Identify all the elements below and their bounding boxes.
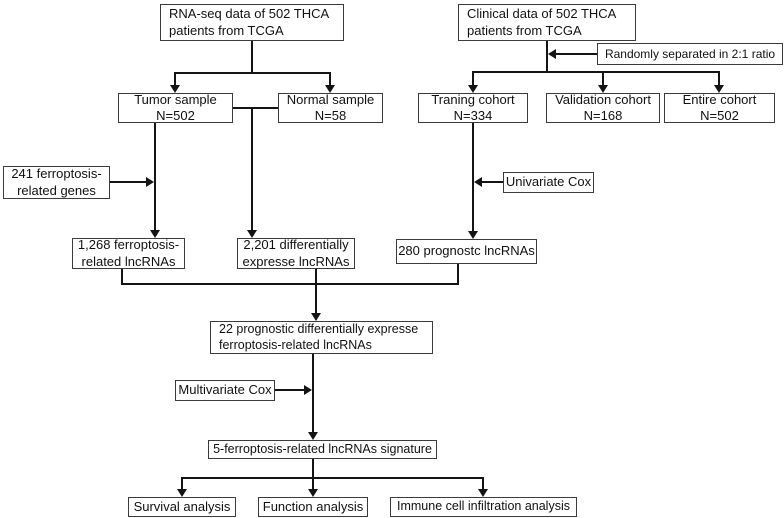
connector-genes241-arrow bbox=[110, 181, 146, 183]
node-random-separation: Randomly separated in 2:1 ratio bbox=[597, 43, 783, 65]
arrowhead-survival bbox=[177, 489, 187, 497]
arrowhead-lnc2201 bbox=[247, 230, 257, 238]
connector-clinical-split bbox=[472, 71, 720, 73]
connector-to-validation bbox=[602, 71, 604, 87]
node-rna-seq-data: RNA-seq data of 502 THCA patients from T… bbox=[160, 4, 344, 41]
node-survival-analysis: Survival analysis bbox=[128, 497, 236, 517]
connector-training-to-prog280 bbox=[472, 123, 474, 233]
node-clinical-data: Clinical data of 502 THCA patients from … bbox=[458, 4, 636, 41]
arrowhead-tumor bbox=[170, 85, 180, 93]
node-immune-analysis: Immune cell infiltration analysis bbox=[390, 497, 577, 517]
node-prognostic-lncrnas: 280 prognostc lncRNAs bbox=[396, 239, 537, 264]
arrowhead-validation bbox=[598, 85, 608, 93]
arrowhead-random-split bbox=[548, 49, 556, 59]
node-ferroptosis-genes: 241 ferroptosis- related genes bbox=[3, 166, 110, 199]
connector-univariate-arrow bbox=[482, 181, 503, 183]
connector-prog280-stub bbox=[457, 264, 459, 285]
node-normal-sample: Normal sample N=58 bbox=[278, 92, 383, 123]
connector-tumor-to-lnc1268 bbox=[154, 123, 156, 232]
connector-bridge-to-lnc2201 bbox=[251, 107, 253, 232]
arrowhead-genes241 bbox=[146, 177, 154, 187]
arrowhead-univariate bbox=[474, 177, 482, 187]
connector-to-training bbox=[472, 71, 474, 87]
arrowhead-function bbox=[308, 489, 318, 497]
node-lnc2201: 2,201 differentially expresse lncRNAs bbox=[237, 237, 355, 269]
node-22-prognostic-lncrnas: 22 prognostic differentially expresse fe… bbox=[210, 321, 433, 354]
connector-multivariate-arrow bbox=[275, 389, 304, 391]
connector-rnaseq-stem bbox=[251, 41, 253, 74]
connector-prog22-to-signature bbox=[312, 354, 314, 434]
connector-to-normal bbox=[329, 72, 331, 87]
connector-merge-bar bbox=[121, 283, 459, 285]
arrowhead-multivariate bbox=[304, 385, 312, 395]
arrowhead-entire bbox=[714, 85, 724, 93]
connector-to-survival bbox=[181, 477, 183, 491]
node-multivariate-cox: Multivariate Cox bbox=[175, 380, 275, 401]
connector-tumor-normal-bridge bbox=[233, 107, 278, 109]
node-validation-cohort: Validation cohort N=168 bbox=[546, 92, 660, 123]
arrowhead-immune bbox=[478, 489, 488, 497]
connector-to-function bbox=[312, 477, 314, 491]
connector-to-immune bbox=[482, 477, 484, 491]
connector-rnaseq-split bbox=[174, 72, 331, 74]
node-tumor-sample: Tumor sample N=502 bbox=[118, 92, 233, 123]
connector-merge-to-prog22 bbox=[315, 283, 317, 314]
node-training-cohort: Traning cohort N=334 bbox=[418, 92, 528, 123]
connector-bottom-split bbox=[181, 477, 484, 479]
connector-lnc1268-stub bbox=[121, 269, 123, 285]
node-lnc1268: 1,268 ferroptosis- related lncRNAs bbox=[72, 237, 185, 269]
arrowhead-normal bbox=[325, 85, 335, 93]
arrowhead-prog22 bbox=[311, 313, 321, 321]
node-entire-cohort: Entire cohort N=502 bbox=[664, 92, 775, 123]
arrowhead-signature bbox=[308, 432, 318, 440]
arrowhead-training bbox=[468, 85, 478, 93]
connector-lnc2201-stub bbox=[315, 269, 317, 285]
node-function-analysis: Function analysis bbox=[258, 497, 368, 517]
arrowhead-lnc1268 bbox=[150, 230, 160, 238]
arrowhead-prog280 bbox=[468, 231, 478, 239]
connector-clinical-stem bbox=[546, 41, 548, 73]
connector-to-tumor bbox=[174, 72, 176, 87]
node-univariate-cox: Univariate Cox bbox=[503, 172, 594, 193]
connector-signature-stem bbox=[312, 459, 314, 479]
node-signature: 5-ferroptosis-related lncRNAs signature bbox=[208, 440, 437, 459]
connector-to-entire bbox=[718, 71, 720, 87]
connector-random-split-arrow bbox=[556, 53, 597, 55]
